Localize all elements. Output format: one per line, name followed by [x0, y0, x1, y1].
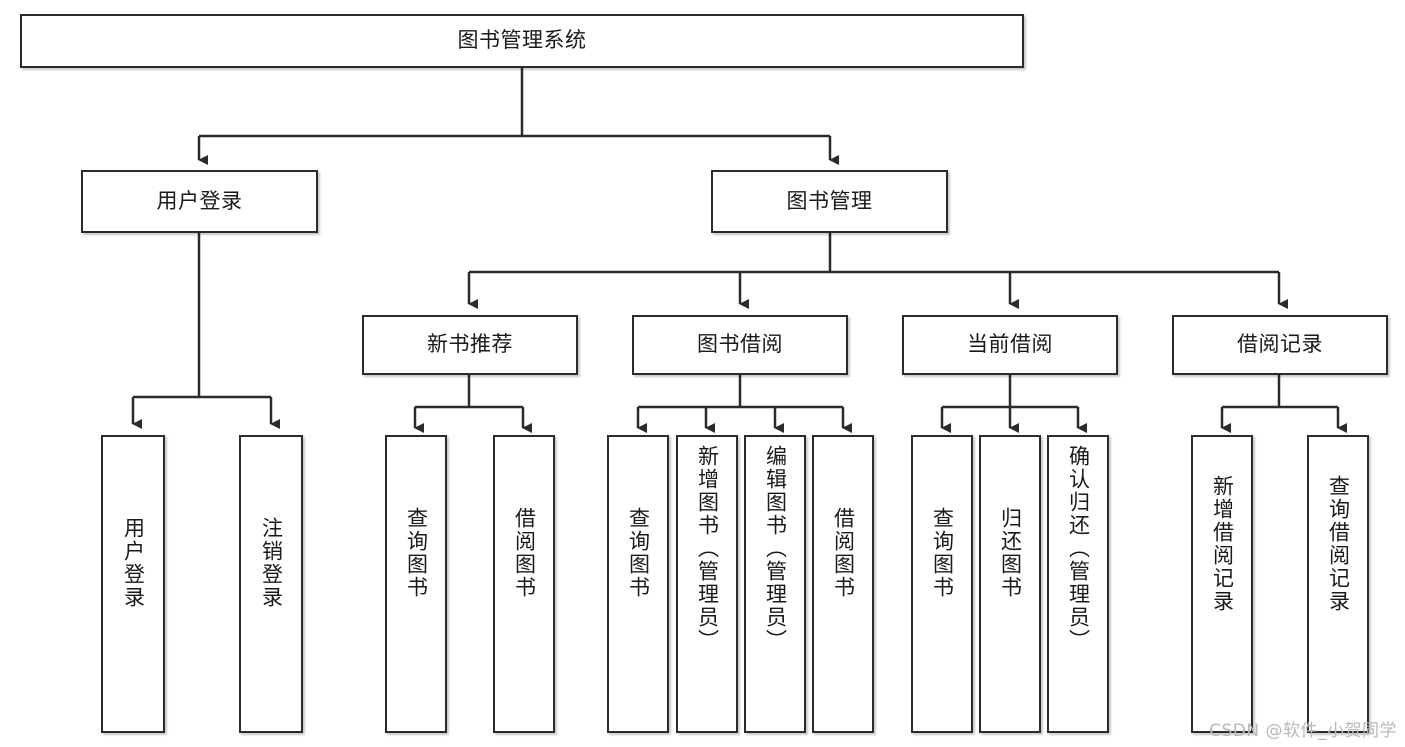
- leaf-query-book-2[interactable]: 查询图书: [607, 435, 669, 733]
- node-new-book-recommend[interactable]: 新书推荐: [362, 315, 578, 375]
- node-borrow-record[interactable]: 借阅记录: [1172, 315, 1388, 375]
- node-book-management[interactable]: 图书管理: [711, 170, 948, 233]
- leaf-logout-label: 注销登录: [259, 517, 284, 609]
- node-new-book-recommend-label: 新书推荐: [427, 332, 513, 357]
- leaf-edit-book[interactable]: 编辑图书（管理员）: [744, 435, 806, 733]
- node-current-borrow[interactable]: 当前借阅: [902, 315, 1118, 375]
- node-user-login-label: 用户登录: [156, 188, 243, 213]
- leaf-query-book-2-label: 查询图书: [626, 507, 651, 599]
- node-book-borrow[interactable]: 图书借阅: [632, 315, 848, 375]
- leaf-add-record[interactable]: 新增借阅记录: [1191, 435, 1253, 733]
- node-user-login[interactable]: 用户登录: [81, 170, 318, 233]
- leaf-borrow-book-2[interactable]: 借阅图书: [812, 435, 874, 733]
- leaf-return-book[interactable]: 归还图书: [979, 435, 1041, 733]
- leaf-borrow-book-1[interactable]: 借阅图书: [493, 435, 555, 733]
- leaf-confirm-return-label: 确认归还（管理员）: [1066, 445, 1091, 652]
- leaf-return-book-label: 归还图书: [998, 507, 1023, 599]
- leaf-logout[interactable]: 注销登录: [239, 435, 303, 733]
- leaf-user-login-label: 用户登录: [121, 517, 146, 609]
- leaf-edit-book-label: 编辑图书（管理员）: [763, 445, 788, 652]
- leaf-confirm-return[interactable]: 确认归还（管理员）: [1047, 435, 1109, 733]
- leaf-add-record-label: 新增借阅记录: [1210, 475, 1235, 613]
- leaf-add-book[interactable]: 新增图书（管理员）: [676, 435, 738, 733]
- leaf-borrow-book-2-label: 借阅图书: [831, 507, 856, 599]
- leaf-query-book-1[interactable]: 查询图书: [385, 435, 447, 733]
- csdn-watermark: CSDN @软件_小贺同学: [1209, 721, 1397, 741]
- node-root[interactable]: 图书管理系统: [20, 14, 1024, 68]
- node-borrow-record-label: 借阅记录: [1237, 332, 1323, 357]
- leaf-query-record-label: 查询借阅记录: [1326, 475, 1351, 613]
- leaf-query-record[interactable]: 查询借阅记录: [1307, 435, 1369, 733]
- leaf-query-book-1-label: 查询图书: [404, 507, 429, 599]
- leaf-user-login[interactable]: 用户登录: [101, 435, 165, 733]
- node-current-borrow-label: 当前借阅: [967, 332, 1053, 357]
- node-root-label: 图书管理系统: [457, 28, 587, 53]
- leaf-add-book-label: 新增图书（管理员）: [695, 445, 720, 652]
- leaf-borrow-book-1-label: 借阅图书: [512, 507, 537, 599]
- leaf-query-book-3-label: 查询图书: [930, 507, 955, 599]
- node-book-management-label: 图书管理: [786, 188, 873, 213]
- leaf-query-book-3[interactable]: 查询图书: [911, 435, 973, 733]
- node-book-borrow-label: 图书借阅: [697, 332, 783, 357]
